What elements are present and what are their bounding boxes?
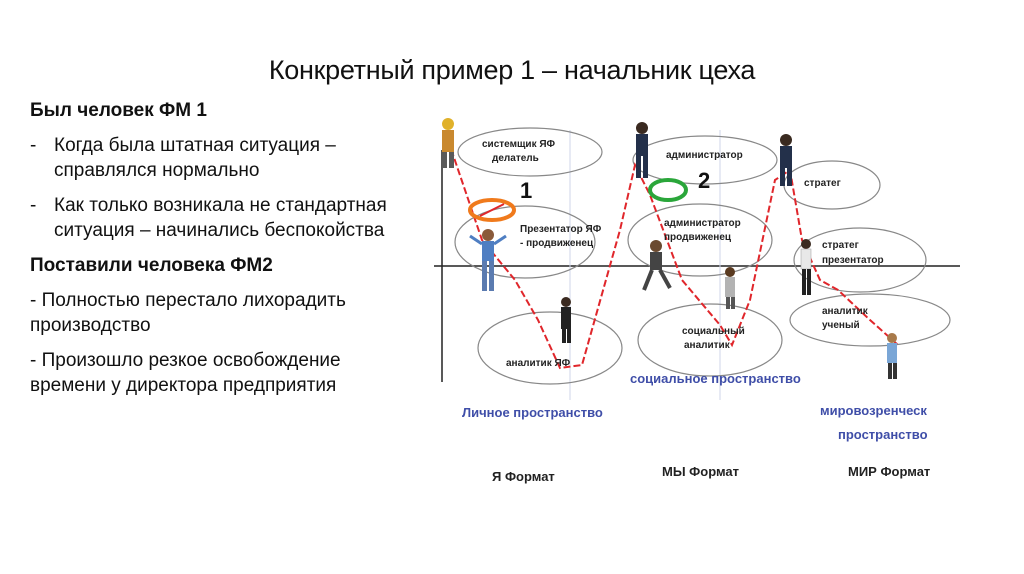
person-leaping-icon (642, 240, 672, 291)
role-label: социальный (682, 326, 745, 337)
person-analyst-icon (561, 297, 571, 343)
marker-fm2-icon (648, 178, 688, 202)
person-jumping-icon (469, 229, 507, 291)
person-scientist-icon (887, 333, 897, 379)
role-ellipse (637, 303, 783, 377)
role-label: администратор (666, 150, 743, 161)
heading-fm2: Поставили человека ФМ2 (30, 255, 273, 276)
space-social-label: социальное пространство (630, 371, 801, 386)
role-label: стратег (822, 240, 859, 251)
bullet-dash: - (30, 195, 37, 216)
result-paragraph-1: - Полностью перестало лихорадить произво… (30, 290, 346, 336)
role-label: ученый (822, 320, 860, 331)
page-title: Конкретный пример 1 – начальник цеха (268, 55, 756, 85)
space-personal-label: Личное пространство (462, 405, 603, 420)
role-ellipse (454, 205, 596, 279)
role-ellipse (793, 227, 927, 293)
format-my-label: МЫ Формат (662, 464, 739, 479)
space-world-label: пространство (838, 427, 928, 442)
space-world-label: мировозренческ (820, 403, 927, 418)
number-2: 2 (698, 168, 710, 193)
person-worker-icon (442, 118, 454, 168)
role-label: презентатор (822, 255, 884, 266)
role-label: Презентатор ЯФ (520, 224, 602, 235)
bullet-text: Когда была штатная ситуация – справлялся… (54, 135, 336, 181)
development-path (447, 139, 899, 370)
role-ellipse (477, 311, 623, 385)
role-ellipse (789, 293, 951, 347)
heading-fm1: Был человек ФМ 1 (30, 100, 207, 121)
format-mir-label: МИР Формат (848, 464, 930, 479)
number-1: 1 (520, 178, 532, 203)
result-paragraph-2: - Произошло резкое освобождение времени … (30, 350, 341, 396)
bullet-text: Как только возникала не стандартная ситу… (54, 195, 387, 241)
marker-fm1-icon (468, 198, 516, 222)
left-text-panel: Был человек ФМ 1 - Когда была штатная си… (30, 98, 410, 408)
person-strategist-icon (780, 134, 792, 186)
format-diagram: 1 2 (434, 118, 960, 484)
role-ellipse (632, 135, 778, 185)
person-social-analyst-icon (725, 267, 735, 309)
role-label: стратег (804, 178, 841, 189)
role-label: делатель (492, 153, 539, 164)
person-admin-icon (636, 122, 648, 178)
role-label: - продвиженец (520, 238, 594, 249)
role-label: продвиженец (664, 232, 732, 243)
bullet-item: - Когда была штатная ситуация – справлял… (30, 133, 410, 183)
role-label: аналитик (822, 306, 869, 317)
role-label: администратор (664, 218, 741, 229)
marker-fm1-slash (479, 203, 505, 217)
person-presenter-icon (800, 239, 812, 295)
role-label: системщик ЯФ (482, 139, 556, 150)
role-label: аналитик ЯФ (506, 358, 571, 369)
role-ellipse (627, 203, 773, 277)
bullet-item: - Как только возникала не стандартная си… (30, 193, 410, 243)
bullet-dash: - (30, 135, 37, 156)
role-label: аналитик (684, 340, 731, 351)
role-ellipse (457, 127, 603, 177)
format-ya-label: Я Формат (492, 469, 555, 484)
